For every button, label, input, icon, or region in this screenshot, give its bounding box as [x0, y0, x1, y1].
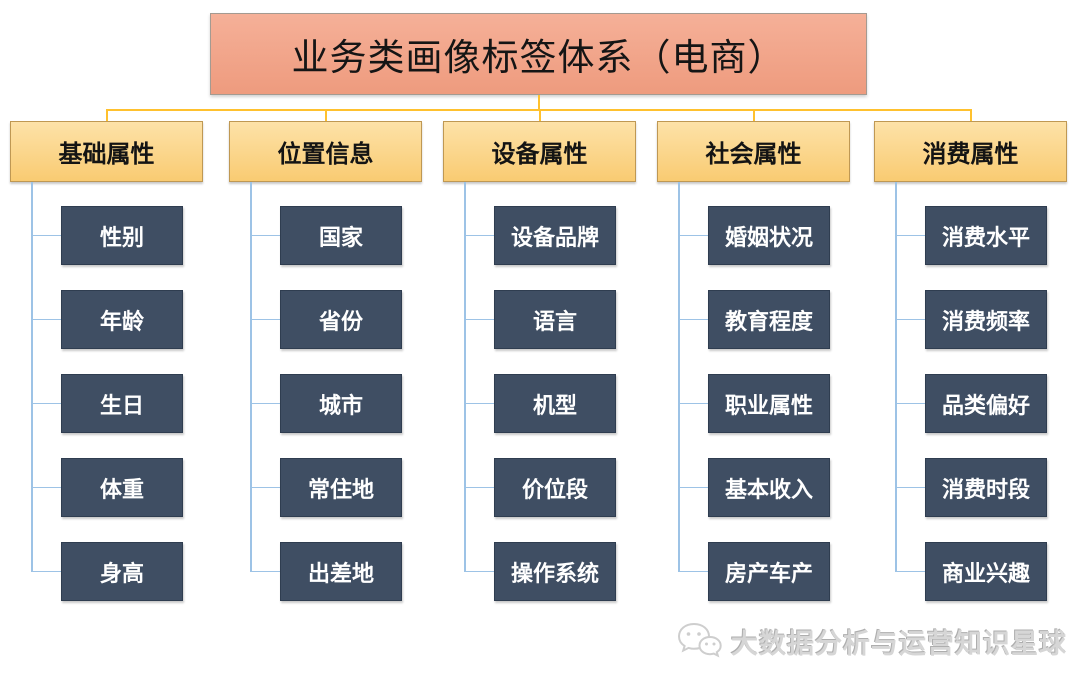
- branch-stub-social-attributes-1: [678, 318, 708, 321]
- leaf-node-basic-attributes-0: 性别: [61, 206, 183, 265]
- leaf-node-location-info-3: 常住地: [280, 458, 402, 517]
- leaf-node-basic-attributes-2: 生日: [61, 374, 183, 433]
- branch-trunk-basic-attributes: [31, 182, 33, 572]
- connector-header-drop-3: [752, 109, 755, 121]
- leaf-node-consumption-attributes-2: 品类偏好: [925, 374, 1047, 433]
- branch-stub-consumption-attributes-0: [895, 234, 925, 237]
- branch-stub-social-attributes-3: [678, 486, 708, 489]
- branch-trunk-location-info: [250, 182, 252, 572]
- leaf-node-basic-attributes-3: 体重: [61, 458, 183, 517]
- leaf-node-device-attributes-1: 语言: [494, 290, 616, 349]
- leaf-node-social-attributes-1: 教育程度: [708, 290, 830, 349]
- connector-header-drop-2: [538, 109, 541, 121]
- leaf-node-social-attributes-4: 房产车产: [708, 542, 830, 601]
- leaf-node-device-attributes-0: 设备品牌: [494, 206, 616, 265]
- branch-stub-basic-attributes-2: [31, 402, 61, 405]
- branch-stub-device-attributes-1: [464, 318, 494, 321]
- leaf-node-basic-attributes-1: 年龄: [61, 290, 183, 349]
- leaf-node-consumption-attributes-4: 商业兴趣: [925, 542, 1047, 601]
- branch-stub-device-attributes-0: [464, 234, 494, 237]
- leaf-node-location-info-1: 省份: [280, 290, 402, 349]
- leaf-node-social-attributes-0: 婚姻状况: [708, 206, 830, 265]
- connector-header-drop-4: [969, 109, 972, 121]
- branch-stub-device-attributes-4: [464, 570, 494, 573]
- category-node-device-attributes: 设备属性: [443, 121, 636, 182]
- category-node-basic-attributes: 基础属性: [10, 121, 203, 182]
- leaf-node-consumption-attributes-3: 消费时段: [925, 458, 1047, 517]
- branch-stub-social-attributes-4: [678, 570, 708, 573]
- branch-trunk-consumption-attributes: [895, 182, 897, 572]
- wechat-icon: [677, 622, 722, 658]
- branch-stub-basic-attributes-3: [31, 486, 61, 489]
- connector-title-drop: [537, 95, 540, 109]
- leaf-node-device-attributes-3: 价位段: [494, 458, 616, 517]
- branch-stub-consumption-attributes-3: [895, 486, 925, 489]
- branch-stub-consumption-attributes-4: [895, 570, 925, 573]
- leaf-node-location-info-0: 国家: [280, 206, 402, 265]
- branch-stub-location-info-0: [250, 234, 280, 237]
- branch-stub-consumption-attributes-2: [895, 402, 925, 405]
- branch-stub-social-attributes-0: [678, 234, 708, 237]
- branch-stub-location-info-4: [250, 570, 280, 573]
- leaf-node-device-attributes-4: 操作系统: [494, 542, 616, 601]
- branch-stub-basic-attributes-0: [31, 234, 61, 237]
- branch-trunk-device-attributes: [464, 182, 466, 572]
- branch-stub-device-attributes-2: [464, 402, 494, 405]
- branch-stub-device-attributes-3: [464, 486, 494, 489]
- category-node-social-attributes: 社会属性: [657, 121, 850, 182]
- connector-header-drop-1: [324, 109, 327, 121]
- branch-stub-location-info-1: [250, 318, 280, 321]
- leaf-node-social-attributes-3: 基本收入: [708, 458, 830, 517]
- connector-header-drop-0: [105, 109, 108, 121]
- branch-stub-basic-attributes-1: [31, 318, 61, 321]
- leaf-node-location-info-2: 城市: [280, 374, 402, 433]
- branch-stub-social-attributes-2: [678, 402, 708, 405]
- branch-stub-consumption-attributes-1: [895, 318, 925, 321]
- branch-stub-basic-attributes-4: [31, 570, 61, 573]
- watermark-text: 大数据分析与运营知识星球: [731, 628, 1067, 660]
- branch-stub-location-info-3: [250, 486, 280, 489]
- root-node-title: 业务类画像标签体系（电商）: [210, 13, 867, 95]
- leaf-node-device-attributes-2: 机型: [494, 374, 616, 433]
- leaf-node-location-info-4: 出差地: [280, 542, 402, 601]
- leaf-node-social-attributes-2: 职业属性: [708, 374, 830, 433]
- leaf-node-basic-attributes-4: 身高: [61, 542, 183, 601]
- branch-trunk-social-attributes: [678, 182, 680, 572]
- leaf-node-consumption-attributes-1: 消费频率: [925, 290, 1047, 349]
- watermark: 大数据分析与运营知识星球: [676, 618, 1067, 664]
- category-node-consumption-attributes: 消费属性: [874, 121, 1067, 182]
- branch-stub-location-info-2: [250, 402, 280, 405]
- category-node-location-info: 位置信息: [229, 121, 422, 182]
- leaf-node-consumption-attributes-0: 消费水平: [925, 206, 1047, 265]
